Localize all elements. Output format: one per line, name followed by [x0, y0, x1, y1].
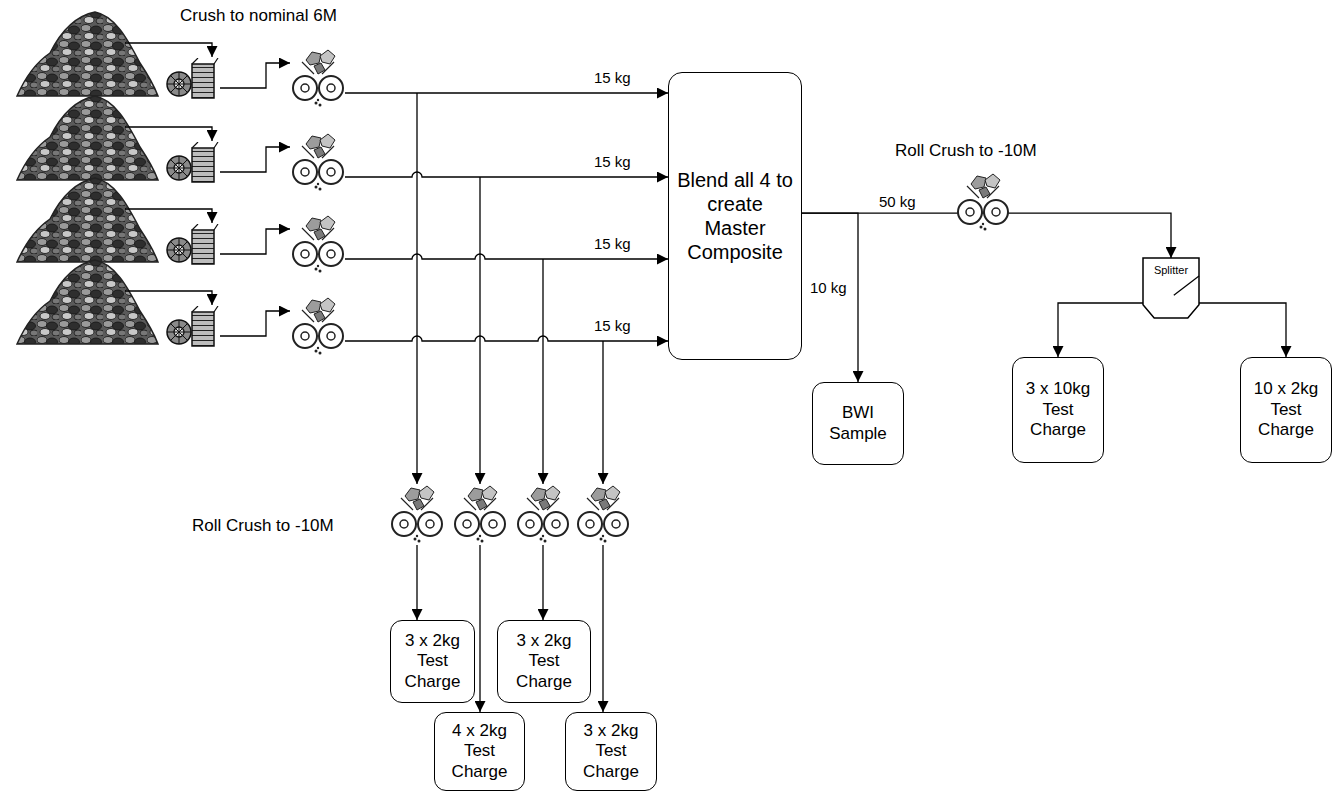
- mass-label: 15 kg: [592, 153, 633, 171]
- roll-crusher: [293, 298, 343, 355]
- feed-line: [345, 336, 668, 341]
- jaw-crusher: [167, 306, 218, 346]
- feed-arrow: [220, 229, 290, 254]
- split-line: [416, 93, 417, 484]
- roll-crusher: [518, 486, 568, 543]
- mass-label: 15 kg: [592, 69, 633, 87]
- node-text: 10 x 2kg Test Charge: [1247, 379, 1325, 440]
- feed-line: [345, 172, 668, 177]
- ore-pile: [17, 178, 158, 262]
- node-text: 3 x 2kg Test Charge: [504, 631, 584, 692]
- test-charge-box: 3 x 2kg Test Charge: [497, 620, 591, 703]
- splitter-outline: [1143, 258, 1199, 318]
- feed-line: [345, 92, 668, 93]
- sample-box: BWI Sample: [812, 382, 904, 465]
- mass-label: 15 kg: [592, 235, 633, 253]
- roll-crusher: [958, 174, 1008, 231]
- stage-title: Roll Crush to -10M: [893, 141, 1039, 161]
- test-charge-box: 4 x 2kg Test Charge: [434, 712, 525, 791]
- feed-arrow: [125, 43, 212, 57]
- node-text: 4 x 2kg Test Charge: [441, 721, 518, 782]
- ore-pile: [17, 260, 158, 344]
- splitter-shape: Splitter: [1143, 258, 1199, 318]
- stage-title: Roll Crush to -10M: [190, 516, 336, 536]
- split-line: [602, 341, 603, 484]
- composite-box: Blend all 4 to create Master Composite: [668, 72, 802, 360]
- feed-arrow: [220, 63, 290, 88]
- flow-arrow: [1199, 303, 1286, 357]
- ore-pile: [17, 96, 158, 180]
- node-text: Splitter: [1154, 264, 1188, 277]
- feed-line: [345, 254, 668, 259]
- jaw-crusher: [167, 142, 218, 182]
- test-charge-box: 3 x 2kg Test Charge: [565, 712, 657, 791]
- split-line: [542, 259, 543, 484]
- feed-arrow: [220, 311, 290, 336]
- feed-arrow: [220, 147, 290, 172]
- feed-arrow: [125, 209, 212, 223]
- stage-title: Crush to nominal 6M: [178, 6, 339, 26]
- node-text: Blend all 4 to create Master Composite: [675, 168, 795, 264]
- ore-pile: [17, 12, 158, 96]
- mass-label: 50 kg: [877, 193, 918, 211]
- mass-label: 10 kg: [808, 279, 849, 297]
- flow-arrow: [802, 213, 858, 382]
- feed-arrow: [125, 291, 212, 305]
- roll-crusher: [392, 486, 442, 543]
- mass-label: 15 kg: [592, 317, 633, 335]
- output-line: [542, 545, 543, 620]
- test-charge-box: 3 x 10kg Test Charge: [1012, 357, 1104, 463]
- roll-crusher: [578, 486, 628, 543]
- split-line: [479, 177, 480, 484]
- node-text: 3 x 10kg Test Charge: [1019, 379, 1097, 440]
- output-line: [602, 545, 603, 712]
- node-text: 3 x 2kg Test Charge: [397, 631, 468, 692]
- roll-crusher: [455, 486, 505, 543]
- output-line: [479, 545, 480, 712]
- node-text: BWI Sample: [819, 403, 897, 444]
- test-charge-box: 10 x 2kg Test Charge: [1240, 357, 1332, 463]
- feed-arrow: [125, 127, 212, 141]
- roll-crusher: [293, 216, 343, 273]
- flow-arrow: [1058, 303, 1143, 357]
- node-text: 3 x 2kg Test Charge: [572, 721, 650, 782]
- roll-crusher: [293, 134, 343, 191]
- jaw-crusher: [167, 224, 218, 264]
- jaw-crusher: [167, 58, 218, 98]
- roll-crusher: [293, 50, 343, 107]
- output-line: [416, 545, 417, 620]
- splitter-divider: [1174, 276, 1199, 295]
- test-charge-box: 3 x 2kg Test Charge: [390, 620, 475, 703]
